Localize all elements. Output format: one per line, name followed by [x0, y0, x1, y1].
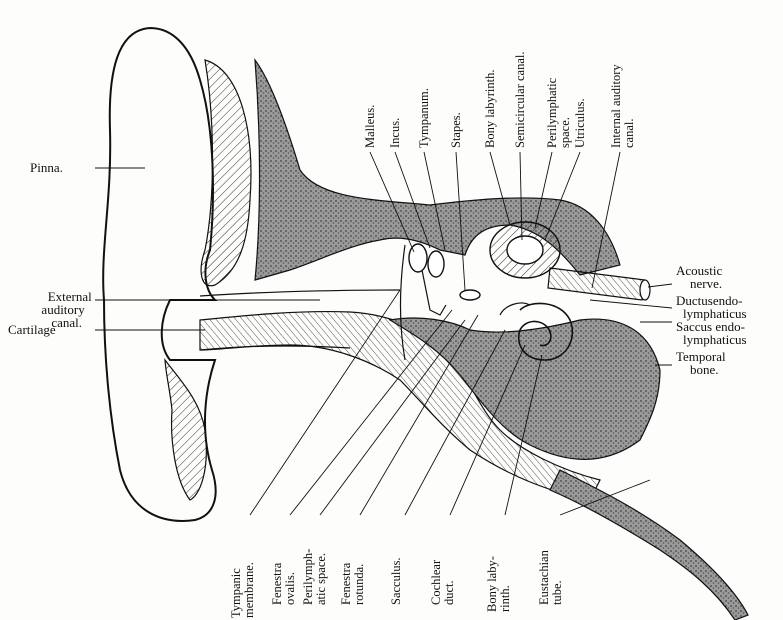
label-fenestra-rotunda: Fenestra rotunda.: [339, 560, 366, 605]
label-internal-auditory-canal: Internal auditory canal.: [609, 61, 636, 148]
label-pinna: Pinna.: [30, 160, 63, 175]
label-saccus-endolymphaticus: Saccus endo- lymphaticus: [676, 319, 748, 347]
label-utriculus: Utriculus.: [573, 98, 587, 148]
eustachian-tube-shape: [550, 470, 748, 620]
label-bony-labyrinth-top: Bony labyrinth.: [483, 70, 497, 148]
bottom-labels: Tympanic membrane. Fenestra ovalis. Peri…: [229, 546, 564, 618]
label-temporal-bone: Temporal bone.: [676, 349, 729, 377]
temporal-bone-upper: [255, 60, 620, 280]
label-incus: Incus.: [388, 118, 402, 148]
pinna-lower-fold: [165, 360, 206, 500]
ossicles: [409, 244, 480, 315]
label-tympanic-membrane: Tympanic membrane.: [229, 562, 256, 618]
label-cartilage: Cartilage: [8, 322, 56, 337]
label-malleus: Malleus.: [363, 105, 377, 148]
label-cochlear-duct: Cochlear duct.: [429, 557, 456, 605]
label-tympanum: Tympanum.: [417, 88, 431, 148]
label-perilymphatic-space-top: Perilymphatic space.: [545, 75, 572, 148]
label-fenestra-ovalis: Fenestra ovalis.: [270, 560, 297, 605]
label-stapes: Stapes.: [449, 112, 463, 148]
pinna-inner-fold: [201, 60, 251, 286]
label-ductus-endolymphaticus: Ductusendo- lymphaticus: [676, 293, 747, 321]
right-labels: Acoustic nerve. Ductusendo- lymphaticus …: [676, 263, 748, 377]
label-eustachian-tube: Eustachian tube.: [537, 547, 564, 605]
label-bony-labyrinth-bottom: Bony laby- rinth.: [485, 553, 512, 612]
label-perilymphatic-space-bottom: Perilymph- atic space.: [301, 546, 328, 605]
label-acoustic-nerve: Acoustic nerve.: [676, 263, 725, 291]
acoustic-nerve-shape: [548, 268, 650, 300]
top-labels: Malleus. Incus. Tympanum. Stapes. Bony l…: [363, 52, 636, 148]
label-semicircular-canal: Semicircular canal.: [513, 52, 527, 148]
label-sacculus: Sacculus.: [389, 557, 403, 605]
